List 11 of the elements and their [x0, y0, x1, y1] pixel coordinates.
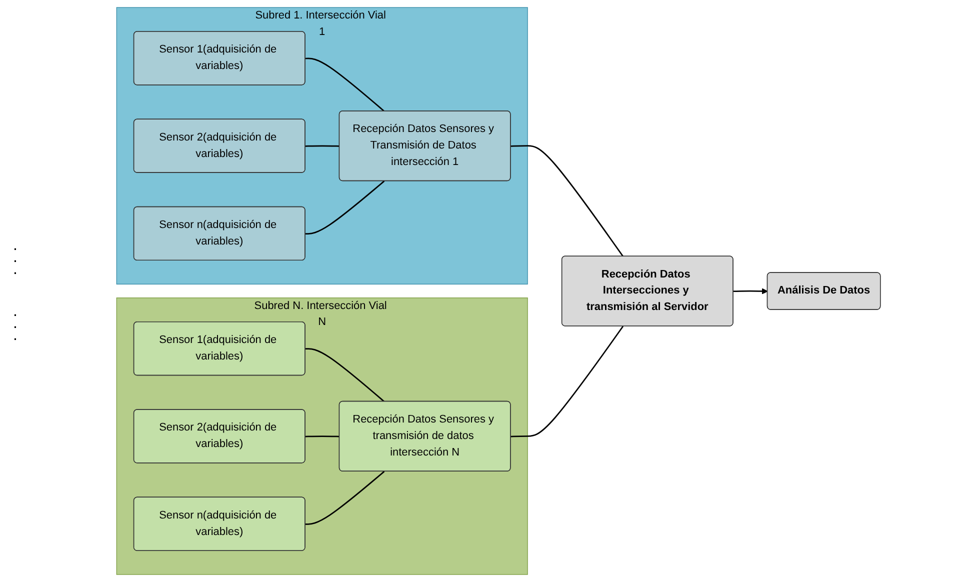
connector	[510, 145, 624, 257]
connector	[305, 436, 340, 438]
ellipsis-mark: . . .	[13, 306, 17, 342]
connector	[305, 145, 340, 147]
connector	[305, 58, 385, 112]
ellipsis-mark: . . .	[13, 240, 17, 276]
connector	[305, 180, 385, 234]
connector	[305, 348, 385, 402]
arrow	[733, 288, 768, 294]
connector	[510, 326, 624, 438]
connector	[305, 470, 385, 525]
